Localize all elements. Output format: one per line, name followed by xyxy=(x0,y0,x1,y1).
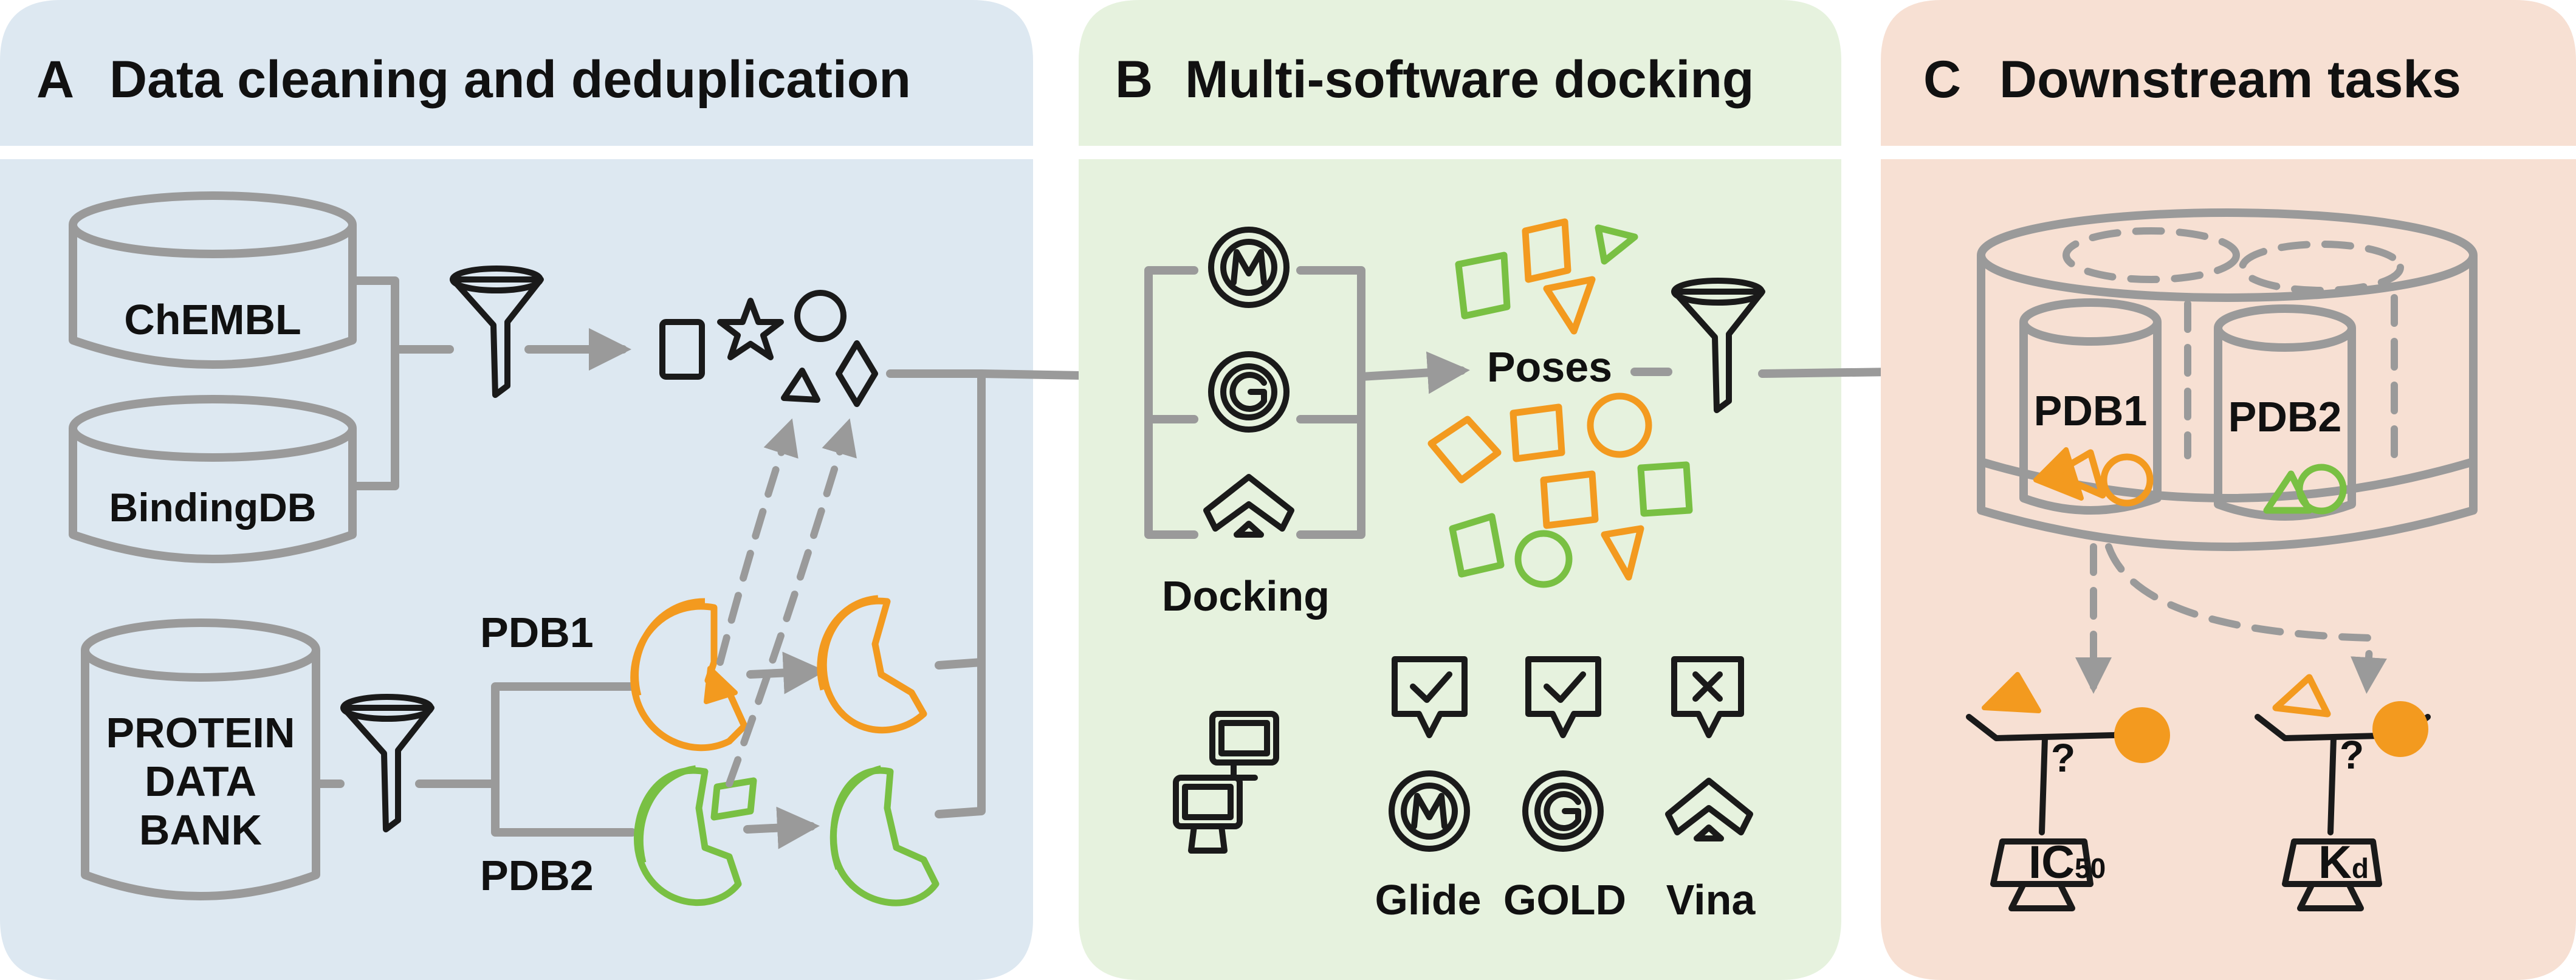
pdb2-ligand-dashed-arrow xyxy=(726,418,857,787)
panel-c-letter: C xyxy=(1923,50,1961,109)
glide-approve-icon xyxy=(1392,656,1468,738)
panel-c: C Downstream tasks PDB1 PDB2 xyxy=(1881,0,2576,980)
panel-a-letter: A xyxy=(36,50,74,109)
pdb1-ligands-icon xyxy=(2033,447,2154,507)
pdb-label-line2: DATA xyxy=(145,758,256,805)
software-label-vina: Vina xyxy=(1666,876,1756,923)
gold-logo-bottom-icon xyxy=(1522,770,1604,852)
computer-cluster-icon xyxy=(1173,711,1279,854)
pdb1-c-label: PDB1 xyxy=(2034,387,2148,434)
glide-m-logo-icon xyxy=(1208,227,1290,308)
gold-approve-icon xyxy=(1525,656,1601,738)
vina-logo-bottom-icon xyxy=(1665,778,1753,841)
pdb2-c-label: PDB2 xyxy=(2228,393,2342,440)
ic50-question-mark: ? xyxy=(2051,735,2075,780)
pdb2-ligands-icon xyxy=(2263,464,2347,515)
software-label-glide: Glide xyxy=(1375,876,1481,923)
pdb1-protein-ligand-complex-icon xyxy=(630,598,748,752)
vina-reject-icon xyxy=(1671,656,1744,738)
kd-question-mark: ? xyxy=(2340,732,2364,777)
panel-b-header-bg xyxy=(1079,0,1841,146)
pdb1-arrow xyxy=(746,651,826,694)
docking-bracket xyxy=(1144,266,1365,539)
panel-c-header-bg xyxy=(1881,0,2576,146)
ic50-balance-scale-icon xyxy=(1966,672,2170,911)
panel-c-body-bg xyxy=(1881,159,2576,980)
panel-a: A Data cleaning and deduplication ChEMBL… xyxy=(0,0,1033,980)
ic50-label: IC50 xyxy=(2028,837,2106,888)
panel-a-header-bg xyxy=(0,0,1033,146)
pdb2-arrow xyxy=(743,806,820,849)
pdb2-label: PDB2 xyxy=(480,852,594,899)
software-label-gold: GOLD xyxy=(1503,876,1626,923)
filter-funnel-icon xyxy=(450,266,544,398)
panel-b: B Multi-software docking Docking xyxy=(1079,0,1841,980)
docking-to-poses-arrow xyxy=(1357,351,1470,394)
docking-label: Docking xyxy=(1162,572,1330,620)
poses-filter-funnel-icon xyxy=(1671,278,1765,413)
chembl-label: ChEMBL xyxy=(124,296,301,343)
glide-logo-bottom-icon xyxy=(1389,770,1470,852)
bindingdb-database-icon xyxy=(69,395,357,563)
pdb1-label: PDB1 xyxy=(480,609,594,656)
sources-bracket xyxy=(348,276,399,490)
pdb-filter-funnel-icon xyxy=(340,694,434,832)
pdb2-protein-ligand-complex-icon xyxy=(634,765,757,906)
poses-cloud-icon xyxy=(1427,218,1693,588)
kd-balance-scale-icon xyxy=(2255,674,2431,911)
ligand-shapes-icon xyxy=(659,290,878,407)
kd-dashed-arrow xyxy=(2105,543,2387,694)
panel-b-title: Multi-software docking xyxy=(1185,50,1754,109)
panel-c-title: Downstream tasks xyxy=(1999,50,2461,109)
pdb-label-line1: PROTEIN xyxy=(106,709,295,756)
pdb-label-line3: BANK xyxy=(139,806,262,854)
bindingdb-label: BindingDB xyxy=(109,485,317,530)
pdb1-protein-pocket-icon xyxy=(817,595,927,734)
pdb2-protein-pocket-icon xyxy=(829,765,939,906)
chembl-database-icon xyxy=(69,191,357,369)
pdb-split-bracket xyxy=(415,682,636,837)
kd-label: Kd xyxy=(2318,837,2369,888)
protein-data-bank-database-icon xyxy=(81,618,320,900)
panel-b-letter: B xyxy=(1115,50,1153,109)
panel-a-title: Data cleaning and deduplication xyxy=(109,50,911,109)
gold-g-logo-icon xyxy=(1208,351,1290,433)
poses-label: Poses xyxy=(1487,343,1612,391)
vina-chevron-logo-icon xyxy=(1203,474,1294,538)
